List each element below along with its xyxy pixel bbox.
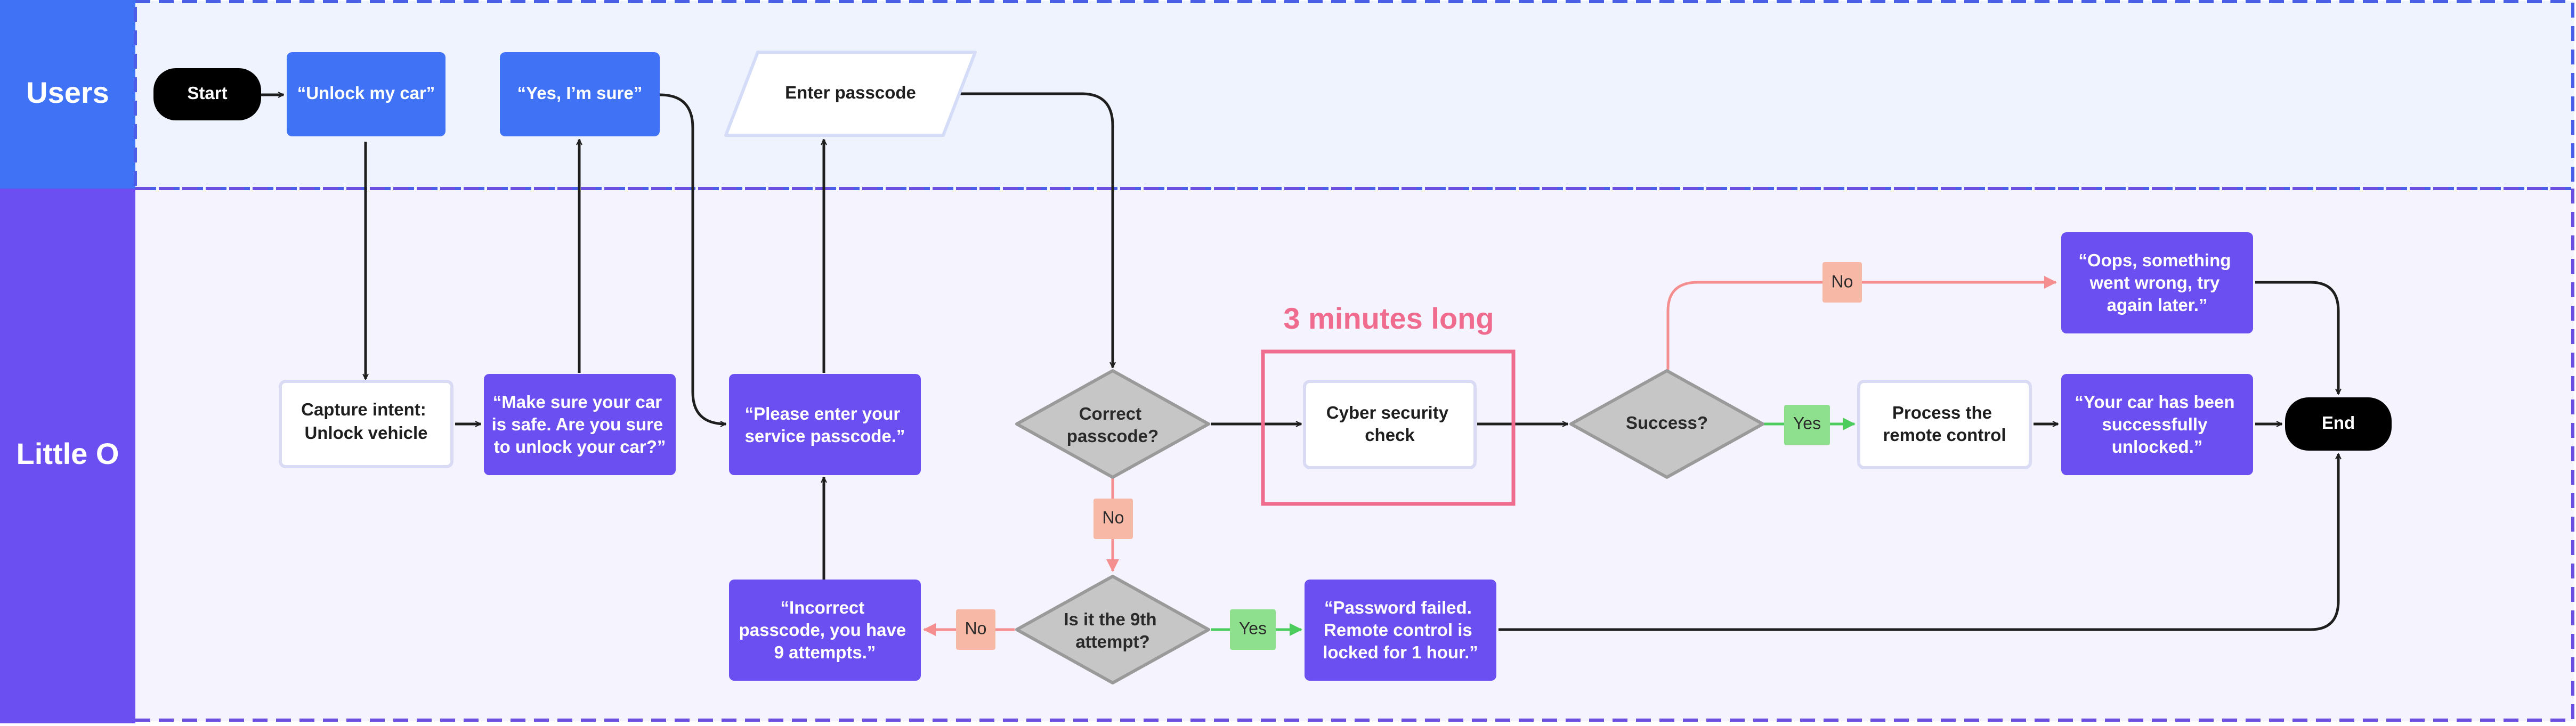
ninth-attempt-decision[interactable]: Is it the 9th attempt? [1015, 575, 1210, 684]
password-failed-line-3: locked for 1 hour.” [1323, 642, 1478, 662]
branch-tags: No Yes No No Yes [956, 262, 1862, 650]
svg-text:“Please enter your ser: “Please enter your service passcode.” [745, 404, 905, 446]
please-enter-line-2: service passcode.” [745, 426, 905, 446]
oops-line-2: went wrong, try [2089, 273, 2219, 292]
cyber-security-line-2: check [1365, 425, 1415, 445]
lane-users-header [0, 0, 135, 189]
tag-ninth-yes: Yes [1230, 609, 1276, 650]
svg-text:Capture intent: Unlock: Capture intent: Unlock vehicle [301, 399, 431, 443]
svg-text:Cyber security check: Cyber security check [1326, 403, 1453, 445]
car-unlocked-line-3: unlocked.” [2112, 437, 2203, 456]
svg-text:“Password failed. Remo: “Password failed. Remote control is lock… [1323, 598, 1478, 662]
car-unlocked-line-2: successfully [2102, 414, 2208, 434]
oops-line-3: again later.” [2107, 295, 2208, 315]
svg-text:“Oops, something went: “Oops, something went wrong, try again l… [2078, 250, 2235, 315]
lane-little-o-border [135, 189, 2574, 722]
svg-text:“Yes, I’m sure”: “Yes, I’m sure” [517, 83, 643, 103]
unlock-my-car-box[interactable]: “Unlock my car” [287, 52, 445, 136]
make-sure-safe-line-2: is safe. Are you sure [492, 414, 663, 434]
svg-text:“Make sure your car is: “Make sure your car is safe. Are you sur… [492, 392, 668, 456]
tag-correct-no: No [1093, 499, 1133, 539]
connectors [261, 92, 2338, 636]
cyber-security-line-1: Cyber security [1326, 403, 1449, 422]
svg-text:Success?: Success? [1626, 413, 1708, 433]
tag-success-yes: Yes [1784, 405, 1830, 445]
end-terminal[interactable]: End [2285, 397, 2392, 451]
arrow-failed-to-end [1498, 454, 2338, 631]
tag-correct-no-label: No [1103, 508, 1124, 527]
correct-passcode-line-1: Correct [1079, 404, 1141, 423]
nodes: Start “Unlock my car” “Yes, I’m sure” En… [153, 51, 2392, 684]
incorrect-passcode-box[interactable]: “Incorrect passcode, you have 9 attempts… [729, 580, 921, 681]
car-unlocked-box[interactable]: “Your car has been successfully unlocked… [2061, 374, 2253, 475]
timing-annotation-label: 3 minutes long [1283, 301, 1494, 335]
make-sure-safe-line-1: “Make sure your car [493, 392, 662, 412]
yes-im-sure-label: “Yes, I’m sure” [517, 83, 643, 103]
tag-ninth-no: No [956, 609, 995, 650]
arrow-success-no-to-oops [1666, 276, 2057, 370]
please-enter-line-1: “Please enter your [745, 404, 901, 423]
tag-success-no: No [1822, 262, 1862, 303]
oops-line-1: “Oops, something [2078, 250, 2231, 270]
incorrect-line-1: “Incorrect [781, 598, 865, 617]
svg-text:“Incorrect passcode, y: “Incorrect passcode, you have 9 attempts… [739, 598, 911, 662]
password-failed-line-1: “Password failed. [1324, 598, 1472, 617]
success-decision-label: Success? [1626, 413, 1708, 433]
car-unlocked-line-1: “Your car has been [2075, 392, 2234, 412]
tag-ninth-no-label: No [965, 618, 987, 638]
lane-little-o-title: Little O [17, 437, 119, 470]
tag-success-no-label: No [1832, 272, 1853, 291]
svg-text:Enter passcode: Enter passcode [785, 83, 916, 102]
svg-text:End: End [2322, 413, 2355, 433]
password-failed-line-2: Remote control is [1324, 620, 1472, 640]
arrow-enter-to-correct [954, 92, 1113, 368]
enter-passcode-input[interactable]: Enter passcode [724, 51, 977, 137]
svg-text:“Unlock my car”: “Unlock my car” [297, 83, 435, 103]
yes-im-sure-box[interactable]: “Yes, I’m sure” [500, 52, 660, 136]
capture-intent-line-2: Unlock vehicle [304, 423, 427, 443]
start-terminal-label: Start [187, 83, 227, 103]
correct-passcode-decision[interactable]: Correct passcode? [1015, 369, 1210, 479]
svg-text:Process the remote con: Process the remote control [1883, 403, 2006, 445]
process-remote-line-1: Process the [1892, 403, 1992, 422]
unlock-my-car-label: “Unlock my car” [297, 83, 435, 103]
process-remote-line-2: remote control [1883, 425, 2006, 445]
svg-text:Start: Start [187, 83, 227, 103]
incorrect-line-2: passcode, you have [739, 620, 906, 640]
make-sure-safe-line-3: to unlock your car?” [494, 437, 666, 456]
start-terminal[interactable]: Start [153, 68, 261, 120]
please-enter-passcode-box[interactable]: “Please enter your service passcode.” [729, 374, 921, 475]
make-sure-safe-box[interactable]: “Make sure your car is safe. Are you sur… [484, 374, 676, 475]
ninth-attempt-line-2: attempt? [1075, 632, 1149, 651]
svg-text:Is it the 9th attempt?: Is it the 9th attempt? [1064, 609, 1161, 651]
incorrect-line-3: 9 attempts.” [774, 642, 876, 662]
end-terminal-label: End [2322, 413, 2355, 433]
lane-little-o-header [0, 189, 135, 723]
arrow-oops-to-end [2255, 281, 2338, 394]
correct-passcode-line-2: passcode? [1067, 426, 1159, 446]
tag-success-yes-label: Yes [1793, 413, 1821, 433]
tag-ninth-yes-label: Yes [1239, 618, 1267, 638]
timing-annotation-frame [1261, 349, 1516, 506]
enter-passcode-label: Enter passcode [785, 83, 916, 102]
success-decision[interactable]: Success? [1569, 369, 1764, 479]
password-failed-box[interactable]: “Password failed. Remote control is lock… [1305, 580, 1496, 681]
capture-intent-line-1: Capture intent: [301, 399, 426, 419]
process-remote-control-box[interactable]: Process the remote control [1857, 380, 2032, 469]
svg-text:Correct passcode?: Correct passcode? [1067, 404, 1159, 446]
lane-users-title: Users [26, 76, 109, 109]
timing-annotation: 3 minutes long [1261, 301, 1516, 506]
arrow-yes-to-please [659, 93, 726, 424]
cyber-security-check-box[interactable]: Cyber security check [1303, 380, 1477, 469]
ninth-attempt-line-1: Is it the 9th [1064, 609, 1156, 629]
oops-error-box[interactable]: “Oops, something went wrong, try again l… [2061, 232, 2253, 333]
svg-text:“Your car has been suc: “Your car has been successfully unlocked… [2075, 392, 2239, 456]
capture-intent-box[interactable]: Capture intent: Unlock vehicle [279, 380, 453, 468]
